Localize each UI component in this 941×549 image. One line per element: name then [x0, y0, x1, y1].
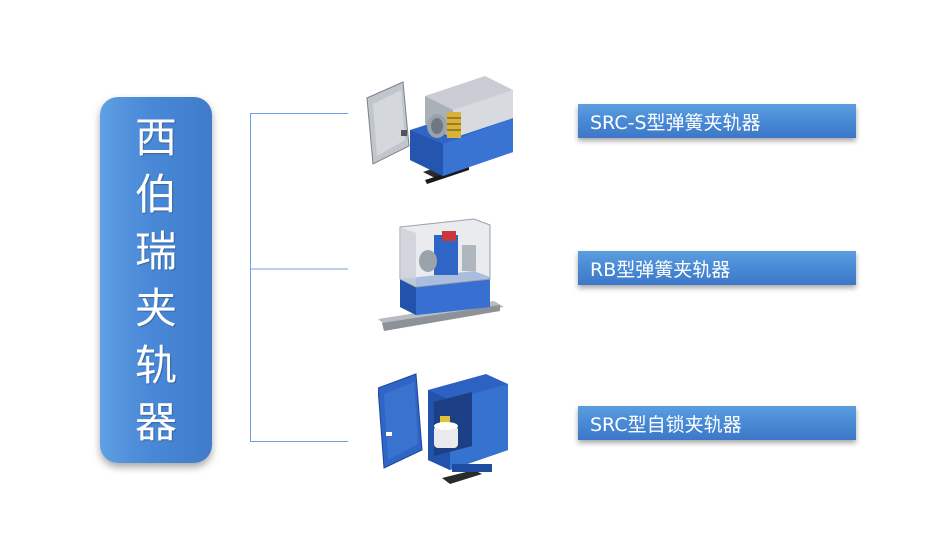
title-char: 器 [134, 398, 177, 447]
product-label-src-s: SRC-S型弹簧夹轨器 [578, 104, 856, 138]
product-label-rb: RB型弹簧夹轨器 [578, 251, 856, 285]
self-locking-rail-clamp-src-image [378, 373, 508, 484]
title-block: 西 伯 瑞 夹 轨 器 [100, 97, 212, 463]
title-char: 伯 [134, 170, 177, 219]
product-label-src: SRC型自锁夹轨器 [578, 406, 856, 440]
title-char: 夹 [134, 284, 177, 333]
title-char: 轨 [134, 341, 177, 390]
bracket-connector [250, 113, 348, 442]
spring-rail-clamp-src-s-image [366, 76, 513, 184]
spring-rail-clamp-rb-image [378, 218, 504, 331]
title-char: 西 [134, 113, 177, 162]
title-char: 瑞 [134, 227, 177, 276]
